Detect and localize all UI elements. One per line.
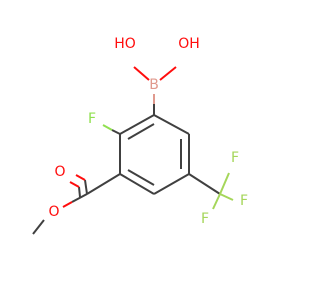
bond-c6-fluorine-fluorine-half [102,124,113,131]
bond-ring-c6-c1-double [127,123,155,140]
bond-ring-c4-c5-double [127,169,155,186]
bond-cf3-fluorine-right [219,193,234,201]
bond-cf3-fluorine-bottom [212,193,221,210]
cf3-fluorine-top-label: F [231,150,239,166]
atom-labels: HO OH B F O O F F F [48,36,248,227]
bond-ring-c4-c5 [119,173,155,195]
bond-carbonyl-double-b-oxygen [69,181,80,188]
bond-ester-oxygen-carbon-half [62,201,73,208]
carbonyl-oxygen-label: O [54,164,65,180]
bond-cf3-fluorine-top [219,172,230,195]
bond-c3-cf3-carbon [188,173,221,195]
bond-ring-c1-c2 [153,114,190,135]
bond-carbonyl-double-b [78,186,81,198]
bond-lines [32,66,234,235]
hydroxyl-left-label: HO [114,36,136,52]
bond-carbonyl-double-a [84,179,88,195]
bond-c5-ester-carbon [86,173,121,195]
cf3-fluorine-right-label: F [240,193,248,209]
bond-ring-c3-c4 [153,173,190,195]
bond-carbonyl-double-a-oxygen [75,174,86,181]
bond-ring-c6-c1 [119,114,155,135]
bond-boron-hydroxyl-left [133,66,150,81]
bond-c6-fluorine-carbon-half [111,129,121,135]
molecule-structure-diagram: HO OH B F O O F F F [32,36,248,235]
ester-oxygen-label: O [48,204,59,220]
cf3-fluorine-bottom-label: F [201,211,209,227]
bond-ester-oxygen-methyl [32,219,45,235]
hydroxyl-right-label: OH [178,36,200,52]
bond-ester-carbon-oxygen [71,193,88,203]
bond-boron-hydroxyl-right [159,66,177,81]
boron-label: B [149,77,159,93]
ring-fluorine-label: F [88,111,96,127]
